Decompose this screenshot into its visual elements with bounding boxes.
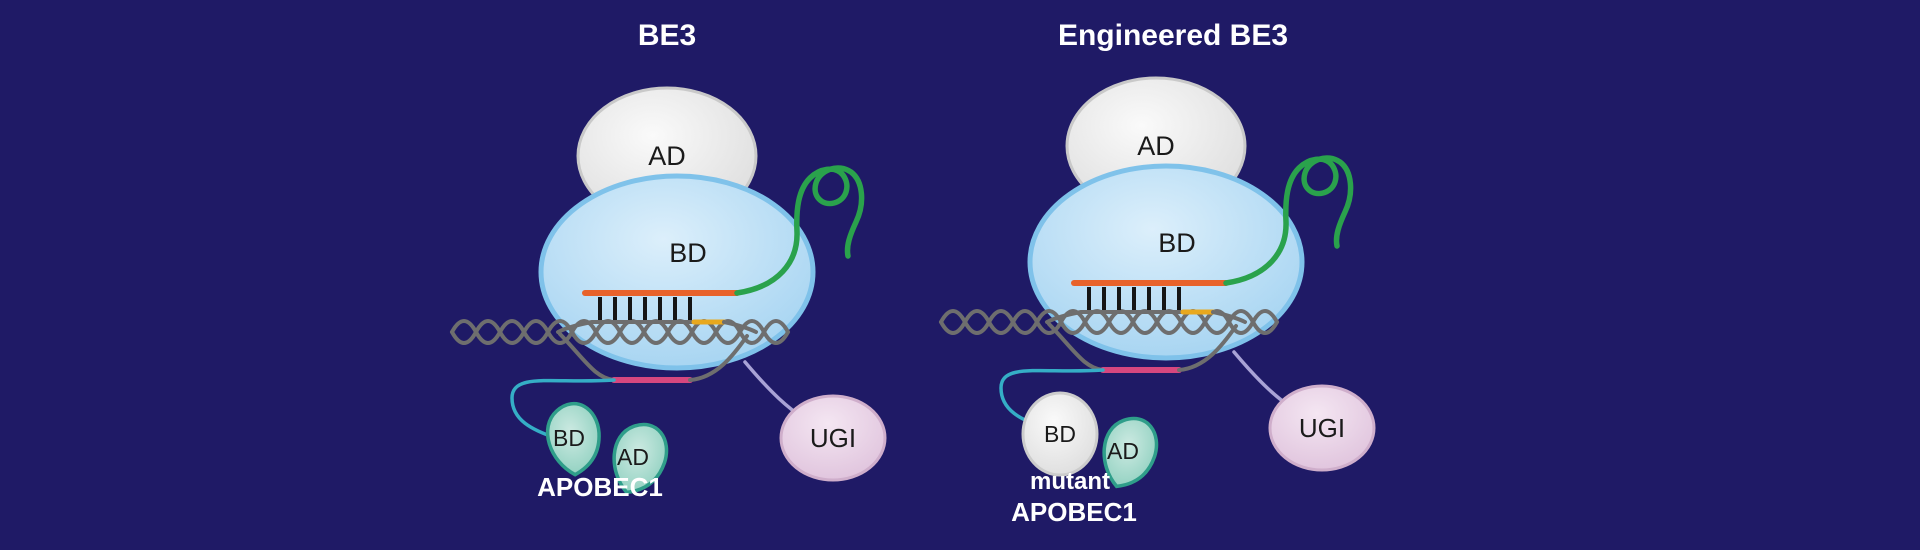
mutant-apobec1-bd-label: BD: [1044, 421, 1076, 447]
ugi-label: UGI: [810, 423, 856, 453]
title-be3: BE3: [638, 19, 696, 52]
mutant-apobec1-ad-label: AD: [1107, 438, 1139, 464]
mutant-apobec1-label: APOBEC1: [1011, 497, 1137, 527]
bd-domain-label: BD: [669, 238, 707, 268]
panel-be3: BE3 AD BD BD AD UGI APOBEC1: [452, 19, 885, 502]
panel-engineered-be3: Engineered BE3 AD BD BD AD UGI mutant AP…: [941, 19, 1374, 527]
apobec1-bd-label: BD: [553, 425, 585, 451]
apobec1-ad-label: AD: [617, 444, 649, 470]
mutant-label: mutant: [1030, 468, 1110, 495]
ad-domain-label: AD: [1137, 131, 1175, 161]
apobec1-label: APOBEC1: [537, 472, 663, 502]
bd-domain-label: BD: [1158, 228, 1196, 258]
ad-domain-label: AD: [648, 141, 686, 171]
mutant-apobec1-bd-ellipse: [1021, 391, 1099, 477]
title-engineered-be3: Engineered BE3: [1058, 19, 1288, 52]
ugi-label: UGI: [1299, 413, 1345, 443]
